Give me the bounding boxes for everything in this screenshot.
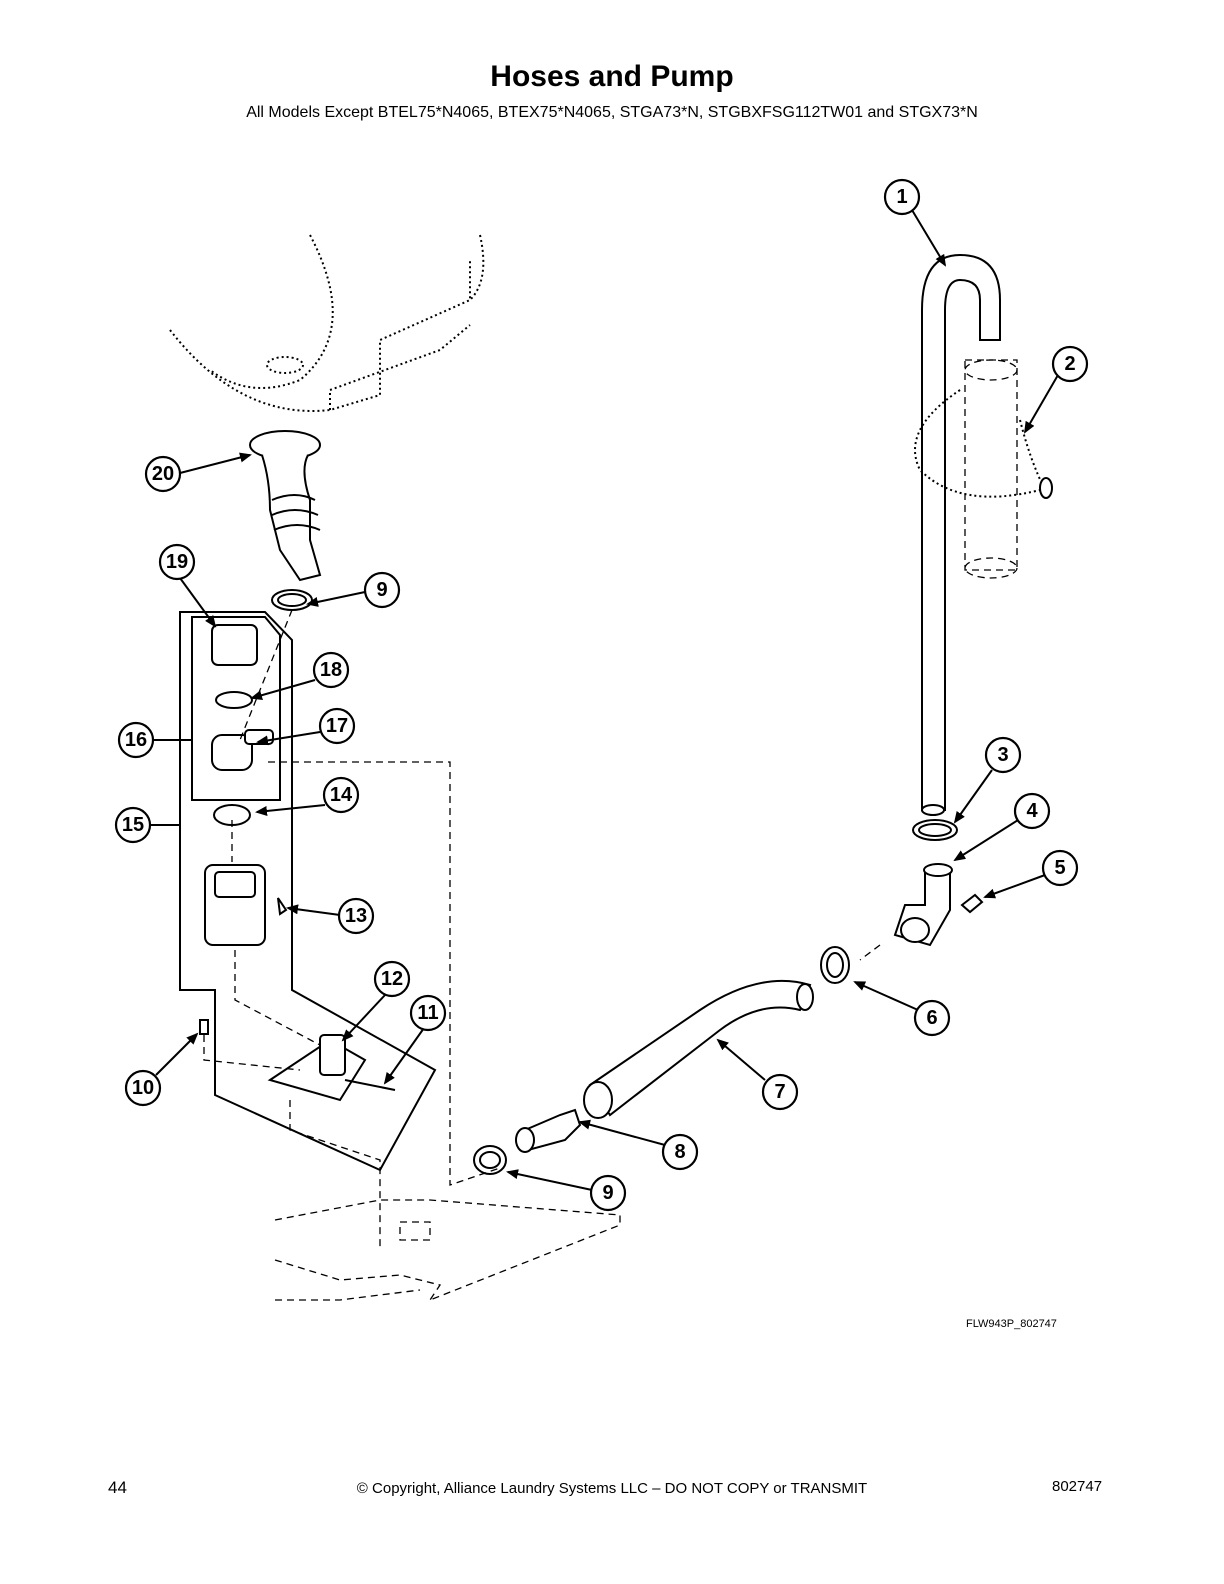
svg-text:1: 1: [896, 186, 907, 208]
standpipe-hose: [921, 253, 1001, 816]
svg-text:20: 20: [152, 463, 174, 485]
page-subtitle: All Models Except BTEL75*N4065, BTEX75*N…: [246, 104, 978, 121]
callout-14: 14: [322, 776, 360, 814]
callout-13: 13: [337, 897, 375, 935]
drain-hose: [583, 979, 814, 1119]
callout-12: 12: [373, 960, 411, 998]
hose-clamp-9-upper: [271, 589, 313, 611]
callout-18: 18: [312, 651, 350, 689]
hose-clamp-3: [912, 819, 958, 841]
callout-1: 1: [883, 178, 921, 216]
copyright-notice: © Copyright, Alliance Laundry Systems LL…: [356, 1480, 868, 1497]
callout-9-upper: 9: [363, 571, 401, 609]
svg-text:9: 9: [602, 1182, 613, 1204]
svg-text:9: 9: [376, 579, 387, 601]
callout-15: 15: [114, 806, 152, 844]
page-number: 44: [108, 1478, 127, 1497]
tub-to-pump-hose: [249, 430, 322, 582]
callout-11: 11: [409, 994, 447, 1032]
callout-16: 16: [117, 721, 155, 759]
svg-text:10: 10: [132, 1077, 154, 1099]
callout-5: 5: [1041, 849, 1079, 887]
svg-text:19: 19: [166, 551, 188, 573]
svg-text:7: 7: [774, 1081, 785, 1103]
svg-text:2: 2: [1064, 353, 1075, 375]
svg-text:13: 13: [345, 905, 367, 927]
callout-8: 8: [661, 1133, 699, 1171]
svg-text:14: 14: [330, 784, 353, 806]
pump-assembly-outlines: [179, 611, 437, 1172]
svg-text:12: 12: [381, 968, 403, 990]
callout-20: 20: [144, 455, 182, 493]
callout-17: 17: [318, 707, 356, 745]
callout-6: 6: [913, 999, 951, 1037]
check-valve: [515, 1108, 582, 1153]
callout-2: 2: [1051, 345, 1089, 383]
hose-clamp-9-lower: [473, 1145, 507, 1175]
svg-text:15: 15: [122, 814, 144, 836]
callout-19: 19: [158, 543, 196, 581]
standpipe-with-chain: [914, 359, 1053, 579]
svg-text:4: 4: [1026, 800, 1038, 822]
hose-clamp-6: [820, 946, 850, 984]
svg-text:8: 8: [674, 1141, 685, 1163]
callout-10: 10: [124, 1069, 162, 1107]
tub-outline: [169, 234, 485, 412]
drain-pump: [204, 820, 288, 946]
page-title: Hoses and Pump: [490, 60, 734, 93]
document-number: 802747: [1052, 1478, 1103, 1495]
callout-4: 4: [1013, 792, 1051, 830]
drain-elbow: [859, 863, 953, 961]
svg-text:3: 3: [997, 744, 1008, 766]
leader-lines: [150, 209, 1059, 1191]
screw-5: [960, 893, 984, 914]
svg-text:17: 17: [326, 715, 348, 737]
pump-bracket: [234, 950, 396, 1250]
callout-7: 7: [761, 1073, 799, 1111]
callout-9-lower: 9: [589, 1174, 627, 1212]
callout-3: 3: [984, 736, 1022, 774]
screw-10: [199, 1019, 301, 1071]
svg-text:16: 16: [125, 729, 147, 751]
svg-text:5: 5: [1054, 857, 1065, 879]
figure-code: FLW943P_802747: [966, 1318, 1057, 1330]
cabinet-base-outline: [274, 1199, 621, 1301]
svg-text:18: 18: [320, 659, 342, 681]
svg-text:11: 11: [417, 1002, 438, 1024]
svg-text:6: 6: [926, 1007, 937, 1029]
